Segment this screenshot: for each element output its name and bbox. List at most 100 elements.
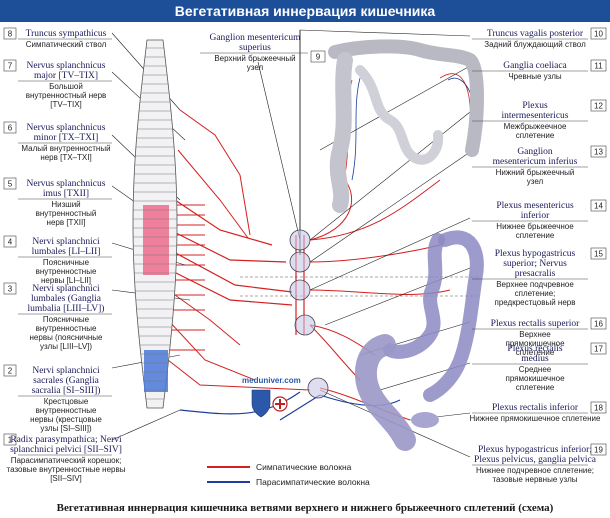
watermark-text: meduniver.com <box>242 376 301 385</box>
ganglion-circle <box>289 279 311 301</box>
page-title: Вегетативная иннервация кишечника <box>0 0 610 22</box>
label-number: 11 <box>594 62 603 71</box>
label-russian: Межбрыжеечное <box>504 122 567 131</box>
label-russian: нерв [TXII] <box>47 218 86 227</box>
label-latin: Nervi splanchnici <box>32 284 100 294</box>
transverse-colon <box>328 39 484 157</box>
label-russian: узлы [LIII–LV]) <box>40 342 92 351</box>
label-latin: Ganglion mesentericum <box>209 33 301 43</box>
ganglion-circle <box>294 314 316 336</box>
label-russian: прямокишечное <box>505 374 565 383</box>
legend-parasympathetic-label: Парасимпатические волокна <box>256 477 370 487</box>
label-number-box <box>590 99 607 112</box>
label-latin: Plexus rectalis superior <box>491 319 580 329</box>
label-number: 19 <box>594 446 603 455</box>
parasympathetic-root-line <box>179 391 301 415</box>
label-russian: внутренностный нерв <box>26 91 107 100</box>
label-number-box <box>3 121 17 134</box>
label-latin: mesentericum inferius <box>493 156 578 167</box>
label-russian: прямокишечное <box>505 339 565 348</box>
parasympathetic-branch <box>319 394 401 406</box>
nerve-lumbar-splanchnic-1 <box>169 229 287 263</box>
label-leader-line <box>324 267 471 326</box>
label-russian: сплетение <box>516 383 555 392</box>
right-label-12: PlexusintermesentericusМежбрыжеечноеспле… <box>472 99 607 140</box>
plexus-branch <box>309 244 441 263</box>
label-latin: Nervi splanchnici <box>32 366 100 376</box>
label-russian: нервы [LI–LII] <box>41 276 91 285</box>
label-leader-line <box>257 61 301 241</box>
sympathetic-trunk <box>132 39 178 409</box>
label-latin: superior; Nervus <box>503 259 567 269</box>
label-russian: Верхнее подчревное <box>496 280 574 289</box>
label-latin: presacralis <box>515 269 556 279</box>
label-latin: Plexus mesentericus <box>496 201 574 211</box>
label-latin: minor [TX–TXI] <box>34 133 99 143</box>
label-russian: Задний блуждающий ствол <box>484 40 586 49</box>
label-leader-line <box>309 111 471 241</box>
sigmoid-colon <box>383 233 445 359</box>
label-number: 3 <box>8 285 13 294</box>
label-russian: тазовые нервные узлы <box>492 475 577 484</box>
plexus-branch <box>309 179 353 241</box>
pelvic-splanchnic-line <box>279 394 321 421</box>
label-latin: Plexus rectalis <box>507 344 562 354</box>
colon-nerve-vagal <box>351 77 361 181</box>
legend-sympathetic-label: Симпатические волокна <box>256 462 352 472</box>
label-number-box <box>590 342 607 355</box>
label-number-box <box>3 433 17 446</box>
label-latin: Nervus splanchnicus <box>27 123 106 133</box>
label-number: 9 <box>316 53 321 62</box>
label-number: 13 <box>594 148 603 157</box>
label-latin: lumbalia [LIII–LV]) <box>28 303 105 314</box>
label-latin: intermesentericus <box>501 111 568 121</box>
label-russian: внутренностные <box>36 406 97 415</box>
descending-colon <box>423 230 484 402</box>
label-russian: Верхний брыжеечный <box>214 54 295 63</box>
label-number: 2 <box>8 367 13 376</box>
label-russian: Нижнее брыжеечное <box>496 222 574 231</box>
label-latin: Plexus hypogastricus <box>495 249 576 259</box>
plexus-branch <box>309 179 441 241</box>
label-number: 6 <box>8 124 13 133</box>
label-latin: sacrales (Ganglia <box>33 375 99 386</box>
label-russian: Нижнее подчревное сплетение; <box>476 466 594 475</box>
label-russian: узел <box>247 63 264 72</box>
label-russian: [TV–TIX] <box>50 100 82 109</box>
label-russian: внутренностный <box>36 209 97 218</box>
label-russian: Поясничные <box>43 315 90 324</box>
nerve-major-splanchnic <box>179 109 251 236</box>
small-intestine <box>355 65 444 165</box>
label-number-box <box>590 145 607 158</box>
label-russian: Чревные узлы <box>508 72 562 81</box>
label-number: 4 <box>8 238 13 247</box>
label-number: 1 <box>8 436 13 445</box>
label-latin: Plexus rectalis inferior <box>492 402 579 413</box>
label-russian: Поясничные <box>43 258 90 267</box>
label-number-box <box>590 443 607 456</box>
plexus-branch <box>309 324 361 381</box>
label-russian: узел <box>527 177 544 186</box>
rectum <box>354 334 416 451</box>
label-russian: Верхнее <box>519 330 551 339</box>
trunk-thoracolumbar-segment <box>143 205 169 275</box>
nerve-sacral-2 <box>167 359 311 391</box>
label-number: 5 <box>8 180 13 189</box>
label-russian: [SII–SIV] <box>50 474 82 483</box>
label-russian: внутренностные <box>36 324 97 333</box>
ganglion-circle <box>289 251 311 273</box>
label-number-box <box>3 282 17 295</box>
label-number-box <box>590 59 607 72</box>
anal-canal <box>411 412 439 428</box>
label-russian: сплетение <box>516 231 555 240</box>
colon-nerve <box>439 73 472 141</box>
label-latin: lumbales (Ganglia <box>31 293 102 304</box>
